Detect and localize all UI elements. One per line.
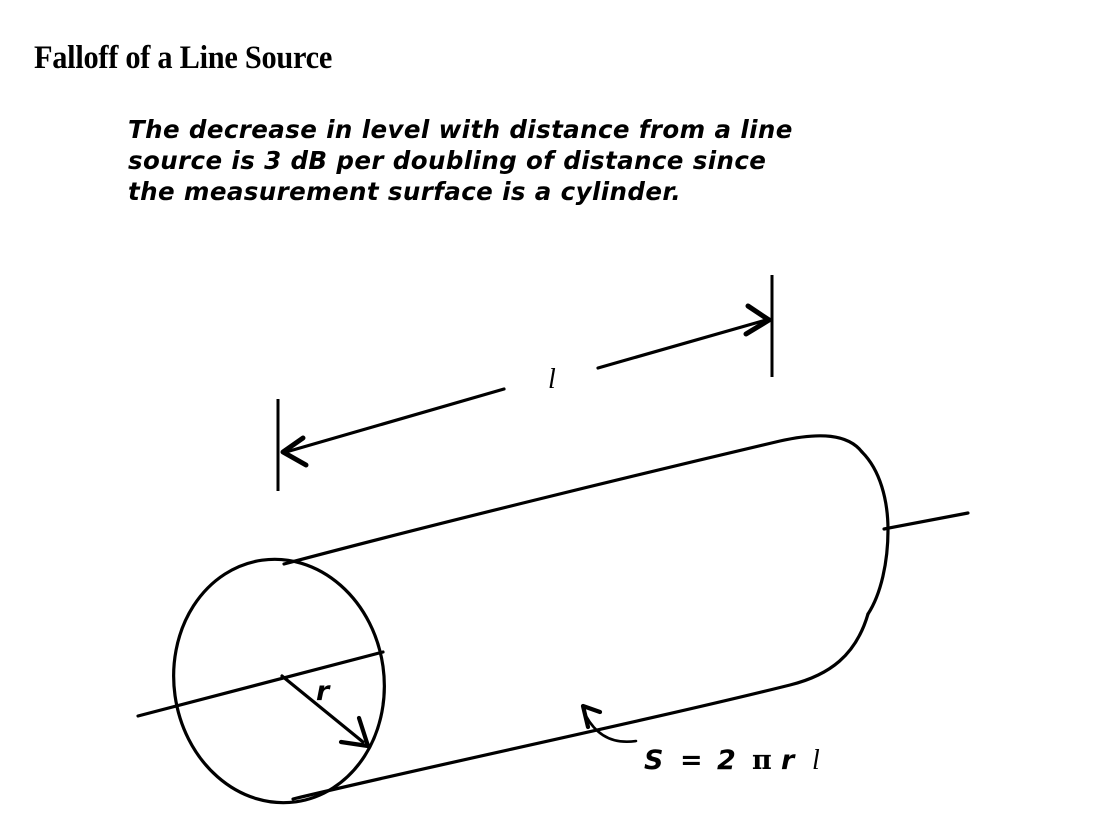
formula-equals: = bbox=[680, 745, 703, 776]
formula-radius: r bbox=[781, 745, 796, 776]
radius-line bbox=[280, 674, 365, 744]
radius-label: r bbox=[316, 676, 331, 707]
formula-pi: π bbox=[752, 745, 772, 776]
cylinder-left-face-ellipse bbox=[172, 557, 386, 805]
dimension-line-right-segment bbox=[596, 318, 768, 370]
formula-leader-line bbox=[584, 714, 638, 743]
dimension-line-left-segment bbox=[284, 387, 506, 454]
cylinder-bottom-edge bbox=[291, 612, 870, 801]
formula-length: l bbox=[812, 745, 820, 776]
dimension-arrowhead-right bbox=[743, 303, 772, 337]
body-line-2: source is 3 dB per doubling of distance … bbox=[128, 146, 767, 175]
cylinder-right-cap bbox=[860, 450, 890, 616]
page-title: Falloff of a Line Source bbox=[34, 40, 333, 76]
body-paragraph: The decrease in level with distance from… bbox=[128, 114, 793, 207]
formula-s: S bbox=[644, 745, 664, 776]
cylinder-top-edge bbox=[282, 434, 864, 566]
cylinder-axis-line-left bbox=[136, 650, 385, 718]
formula-coefficient: 2 bbox=[717, 745, 736, 776]
length-label: l bbox=[548, 364, 556, 395]
body-line-3: the measurement surface is a cylinder. bbox=[128, 177, 682, 206]
cylinder-axis-line-right bbox=[882, 511, 970, 531]
surface-area-formula: S = 2 π r l bbox=[644, 745, 820, 776]
radius-arrowhead bbox=[338, 715, 371, 749]
formula-leader-arrowhead bbox=[580, 703, 603, 730]
body-line-1: The decrease in level with distance from… bbox=[128, 115, 793, 144]
dimension-arrowhead-left bbox=[280, 435, 309, 468]
